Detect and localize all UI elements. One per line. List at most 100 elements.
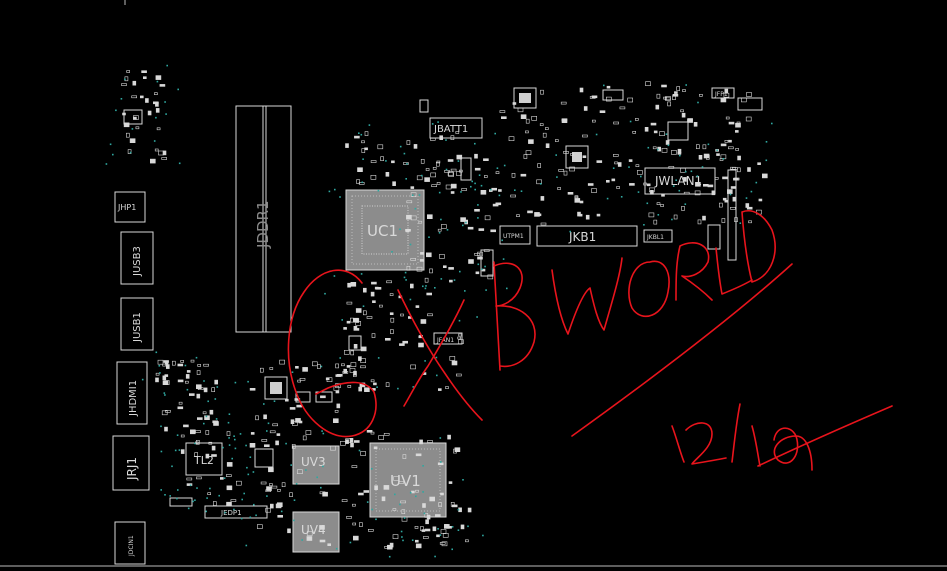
smd-passive xyxy=(523,154,528,159)
via xyxy=(156,80,159,83)
tl2-transformer[interactable]: TL2 xyxy=(185,442,223,476)
jhp1-jack[interactable]: JHP1 xyxy=(114,191,146,223)
jbatt1-connector[interactable]: JBATT1 xyxy=(429,117,483,139)
via xyxy=(115,109,117,112)
via xyxy=(194,499,196,501)
via xyxy=(273,400,276,402)
via xyxy=(439,437,442,439)
smd-passive xyxy=(261,439,268,442)
smd-passive xyxy=(319,491,326,495)
via xyxy=(403,276,406,279)
smd-passive xyxy=(361,148,366,153)
smd-passive xyxy=(197,364,201,367)
jdcin1-jack[interactable]: JDCIN1 xyxy=(114,521,146,565)
smd-passive xyxy=(554,139,559,142)
smd-passive xyxy=(353,343,358,349)
smd-passive xyxy=(644,127,649,132)
via xyxy=(440,218,442,221)
via xyxy=(335,547,338,550)
smd-passive xyxy=(371,281,377,285)
smd-passive xyxy=(534,212,540,217)
via xyxy=(171,465,173,468)
smd-passive xyxy=(508,136,515,141)
smd-passive xyxy=(205,453,210,459)
uv4-chip[interactable]: UV4 xyxy=(292,511,340,553)
via xyxy=(457,508,460,511)
via xyxy=(603,84,605,87)
jwlan1-connector[interactable]: JWLAN1 xyxy=(644,167,716,195)
via xyxy=(480,184,483,187)
via xyxy=(231,457,233,460)
via xyxy=(394,493,396,496)
jhdmi1-label: JHDMI1 xyxy=(128,380,139,417)
smd-passive xyxy=(650,190,654,195)
smd-passive xyxy=(156,127,161,131)
via xyxy=(320,365,323,368)
utpm1-chip[interactable]: UTPM1 xyxy=(499,225,531,245)
smd-passive xyxy=(424,177,430,182)
jusb1-port[interactable]: JUSB1 xyxy=(120,297,154,351)
smd-passive xyxy=(358,492,364,496)
jkb1-connector[interactable]: JKB1 xyxy=(536,225,638,247)
smd-passive xyxy=(352,374,357,377)
uc1-chip[interactable]: UC1 xyxy=(345,189,425,271)
via xyxy=(765,141,768,143)
via xyxy=(362,158,364,160)
jddr1-slot[interactable]: JDDR1 xyxy=(235,105,292,333)
smd-passive xyxy=(499,110,506,113)
via xyxy=(218,494,220,497)
smd-passive xyxy=(377,144,384,150)
jusb3-port[interactable]: JUSB3 xyxy=(120,231,154,285)
smd-passive xyxy=(226,485,233,491)
smd-passive xyxy=(302,367,308,372)
smd-passive xyxy=(333,386,340,391)
smd-passive xyxy=(431,184,437,187)
smd-passive xyxy=(447,171,454,176)
jedp1-connector[interactable]: JEDP1 xyxy=(204,505,268,519)
uv1-chip[interactable]: UV1 xyxy=(369,442,447,518)
via xyxy=(685,84,687,86)
smd-passive xyxy=(358,356,362,361)
via xyxy=(316,476,318,479)
jkbl1-connector[interactable]: JKBL1 xyxy=(643,229,673,243)
jrj1-port[interactable]: JRJ1 xyxy=(112,435,150,491)
smd-passive xyxy=(676,86,681,91)
smd-passive xyxy=(211,454,217,457)
via xyxy=(153,140,156,142)
via xyxy=(462,479,464,481)
via xyxy=(216,386,219,388)
via xyxy=(293,519,295,522)
smd-passive xyxy=(155,108,160,113)
via xyxy=(424,360,426,362)
via xyxy=(189,484,192,487)
smd-passive xyxy=(737,155,741,161)
smd-passive xyxy=(340,440,346,446)
via xyxy=(360,133,363,136)
smd-passive xyxy=(296,404,303,408)
jdcin1-label: JDCIN1 xyxy=(128,535,135,557)
smd-passive xyxy=(347,282,351,288)
smd-passive xyxy=(135,126,140,130)
smd-passive xyxy=(439,254,445,259)
jhdmi1-port[interactable]: JHDMI1 xyxy=(116,361,148,425)
smd-passive xyxy=(735,122,741,128)
smd-passive xyxy=(355,308,362,313)
smd-passive xyxy=(695,182,701,187)
smd-passive xyxy=(398,481,405,484)
via xyxy=(415,495,417,498)
smd-passive xyxy=(401,509,406,515)
jfp1-connector[interactable]: JFP1 xyxy=(711,87,763,111)
via xyxy=(671,218,673,221)
via xyxy=(412,386,414,388)
via xyxy=(192,500,194,503)
uv3-chip[interactable]: UV3 xyxy=(292,445,340,485)
via xyxy=(360,273,363,275)
smd-passive xyxy=(406,265,411,271)
smd-passive xyxy=(360,365,366,369)
via xyxy=(187,507,190,510)
smd-passive xyxy=(448,267,454,270)
smd-passive xyxy=(306,536,313,541)
smd-passive xyxy=(277,514,284,518)
